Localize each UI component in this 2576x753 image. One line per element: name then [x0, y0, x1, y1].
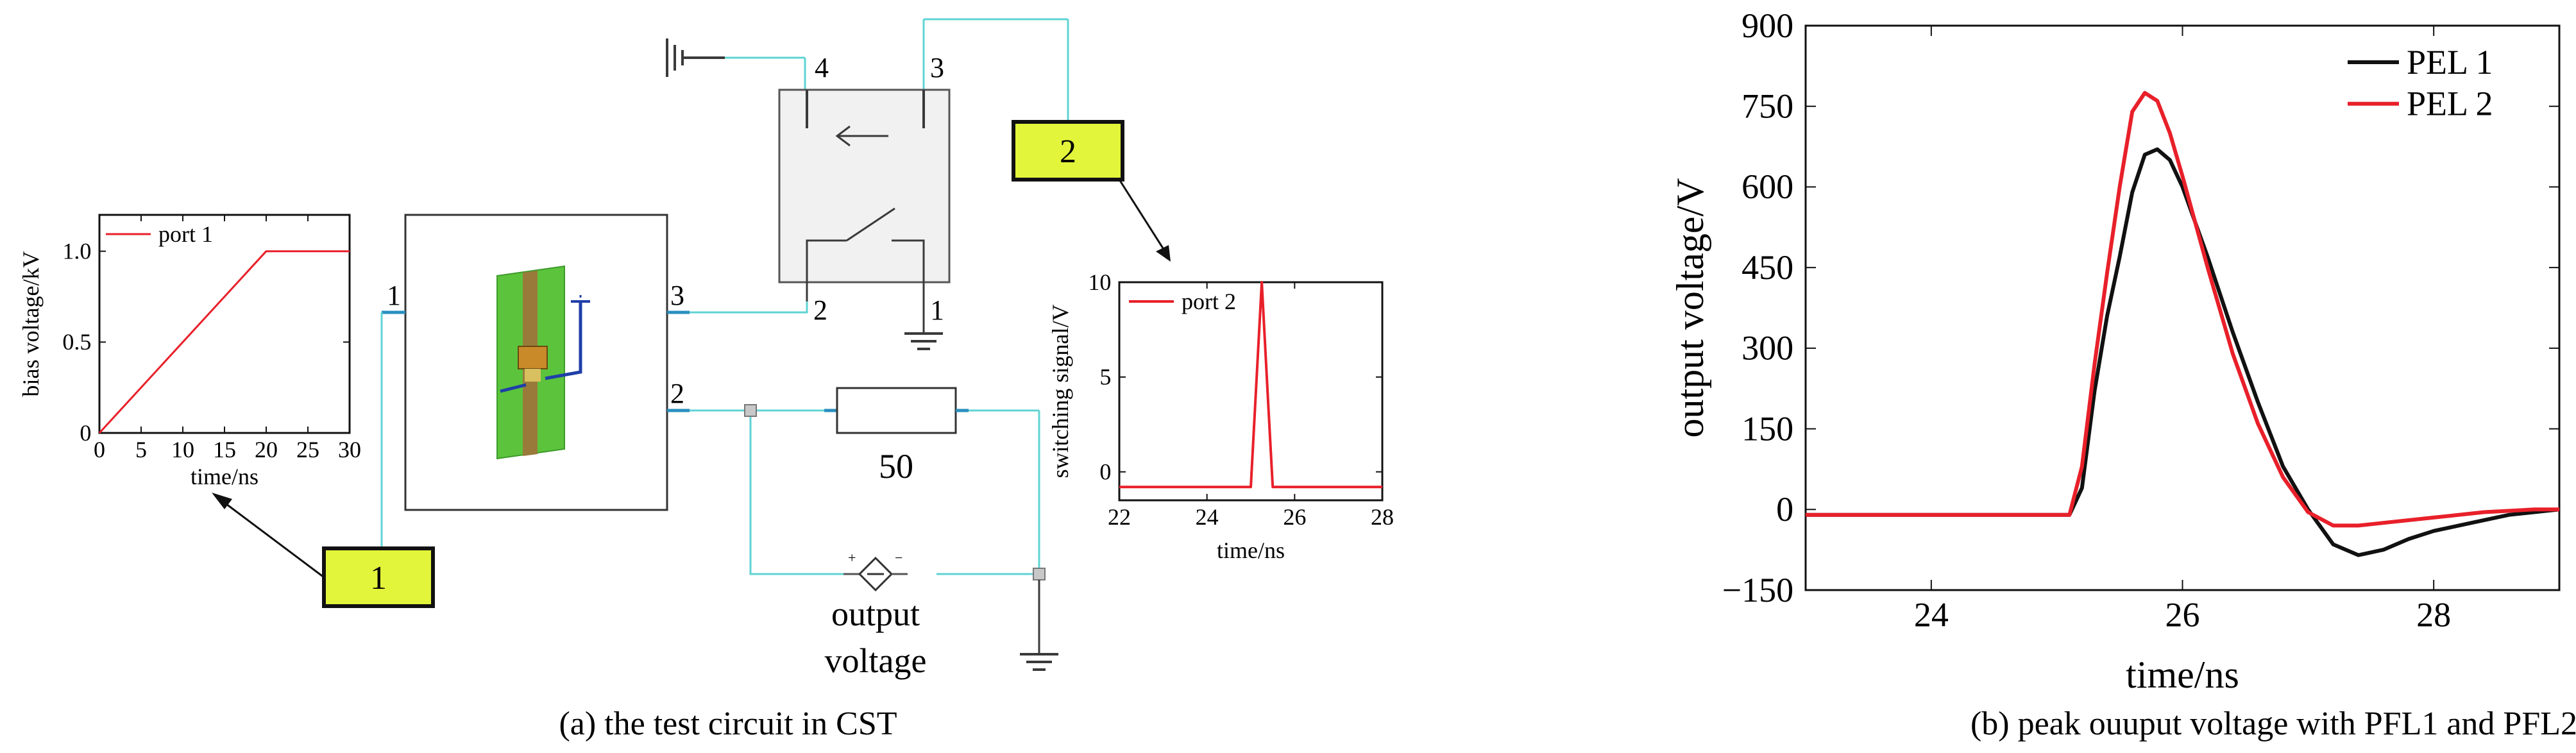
- y-tick-label: 0: [1099, 459, 1111, 485]
- ground-symbol-switch: [904, 332, 943, 350]
- switching-signal-chart: 22 24 26 28 0 5 10 time/ns switching signal/V por…: [1047, 269, 1394, 563]
- y-tick-label: 300: [1741, 329, 1793, 368]
- x-tick-label: 24: [1196, 504, 1219, 530]
- series-line-pel-1: [1806, 147, 2560, 557]
- x-tick-label: 26: [1283, 504, 1306, 530]
- resistor-value: 50: [879, 447, 913, 486]
- caption-left: (a) the test circuit in CST: [559, 706, 897, 742]
- x-tick-label: 25: [296, 437, 319, 462]
- y-tick-label: −150: [1722, 571, 1793, 609]
- x-tick-label: 28: [1371, 504, 1394, 530]
- x-tick-label: 15: [213, 437, 236, 462]
- resistor: [824, 387, 969, 434]
- wire-block-to-switch: [690, 301, 808, 314]
- caption-right: (b) peak ouuput voltage with PFL1 and PF…: [1970, 706, 2576, 742]
- callout-2-arrowhead: [1156, 245, 1171, 262]
- switch-port-4: 4: [815, 52, 829, 83]
- switch-port-3: 3: [930, 52, 944, 83]
- node-left: [744, 404, 757, 417]
- y-tick-label: 1.0: [62, 239, 91, 264]
- switch-component: [778, 89, 951, 334]
- plot-frame: [98, 214, 351, 434]
- callout-2-box: [1012, 120, 1124, 182]
- x-tick-label: 24: [1914, 596, 1949, 634]
- x-tick-label: 22: [1108, 504, 1131, 530]
- callout-2-label: 2: [1060, 133, 1076, 170]
- x-axis-label: time/ns: [191, 464, 258, 489]
- y-tick-label: 5: [1099, 364, 1111, 390]
- svg-text:+: +: [848, 550, 856, 566]
- x-tick-label: 5: [135, 437, 147, 462]
- y-tick-label: 0: [1776, 490, 1793, 529]
- x-tick-label: 26: [2165, 596, 2200, 634]
- bias-voltage-chart: 0 5 10 15 20 25 30 0 0.5 1.0 time/ns bias voltage/k…: [18, 214, 361, 489]
- switch-port-1: 1: [930, 294, 944, 326]
- circuit-diagram: 4 3 2 1 1 3 2: [212, 18, 1171, 680]
- legend-label: PEL 1: [2407, 43, 2493, 81]
- output-voltage-chart: 24 26 28 −150 0 150 300 450 600 750 900 time/ns outp…: [1669, 6, 2561, 696]
- x-tick-label: 10: [171, 437, 194, 462]
- x-tick-label: 20: [255, 437, 278, 462]
- y-axis-label: switching signal/V: [1047, 305, 1073, 478]
- x-axis-label: time/ns: [2126, 654, 2239, 696]
- series-line-port-1: [98, 250, 350, 434]
- y-tick-label: 750: [1741, 87, 1793, 126]
- wire-left-down: [749, 410, 843, 575]
- legend-label: port 2: [1182, 289, 1236, 314]
- device-block: [404, 214, 668, 511]
- y-tick-label: 10: [1088, 269, 1111, 295]
- x-tick-label: 28: [2416, 596, 2451, 634]
- wire-right-down: [936, 410, 1040, 575]
- output-label-line2: voltage: [825, 641, 927, 680]
- series-line-pel-2: [1806, 90, 2559, 528]
- voltage-probe-icon: + −: [843, 550, 908, 592]
- y-tick-label: 150: [1741, 409, 1793, 448]
- legend-label: port 1: [158, 221, 213, 247]
- node-right: [1033, 568, 1046, 580]
- y-tick-label: 600: [1741, 167, 1793, 206]
- svg-text:−: −: [895, 550, 902, 566]
- legend-label: PEL 2: [2407, 85, 2493, 123]
- y-tick-label: 0.5: [62, 329, 91, 355]
- block-port-1-label: 1: [387, 280, 401, 311]
- x-tick-label: 0: [94, 437, 105, 462]
- callout-2-arrow: [1118, 179, 1165, 251]
- y-tick-label: 450: [1741, 248, 1793, 287]
- y-tick-label: 900: [1741, 6, 1793, 45]
- callout-1-arrow: [221, 499, 325, 579]
- ground-symbol-bottom: [1020, 653, 1058, 671]
- plot-frame: [1118, 281, 1384, 502]
- y-axis-label: output voltage/V: [1669, 178, 1711, 438]
- series-line-port-2: [1119, 281, 1382, 489]
- block-port-3-label: 3: [670, 280, 684, 311]
- switch-port-2: 2: [813, 294, 827, 326]
- x-axis-label: time/ns: [1217, 537, 1285, 563]
- callout-1-label: 1: [370, 560, 387, 596]
- ground-symbol-top: [666, 38, 725, 77]
- y-axis-label: bias voltage/kV: [18, 251, 44, 397]
- x-tick-label: 30: [338, 437, 361, 462]
- callout-1-arrowhead: [212, 493, 232, 509]
- block-port-2-label: 2: [670, 378, 684, 409]
- y-tick-label: 0: [80, 420, 91, 446]
- output-label-line1: output: [831, 595, 920, 633]
